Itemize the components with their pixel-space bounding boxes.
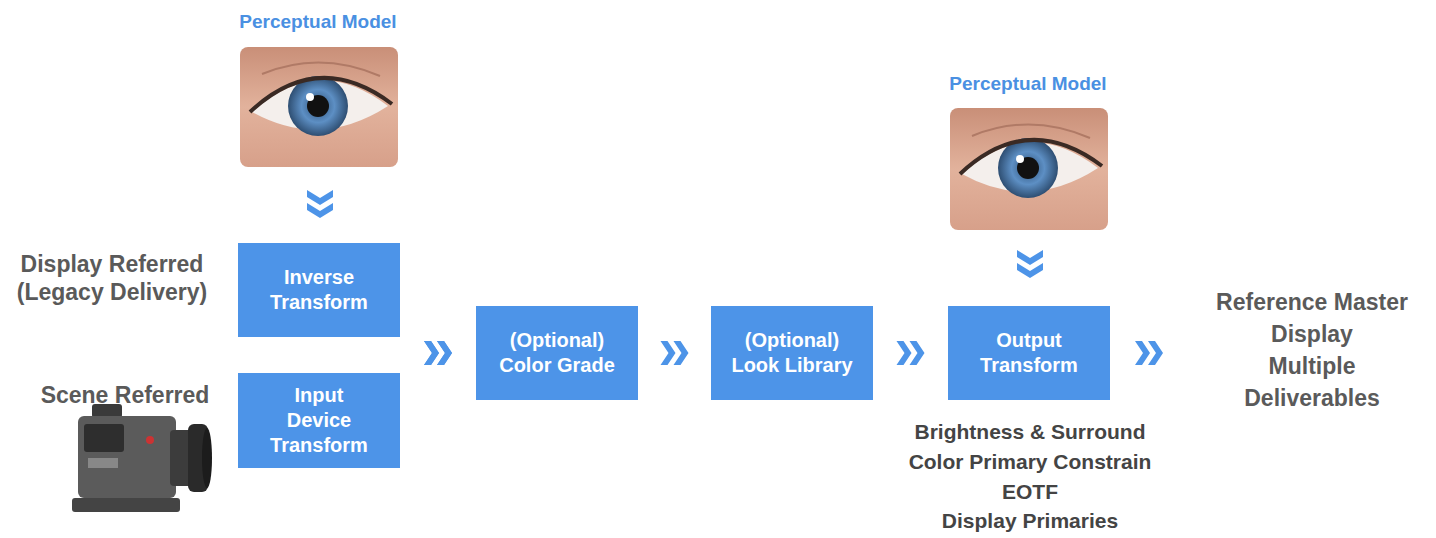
flow-chevron [400, 341, 476, 365]
output-chevron [1135, 341, 1163, 365]
process-box: (Optional) Color Grade [476, 306, 638, 400]
eye-picture [950, 108, 1108, 230]
input-label: Scene Referred [10, 381, 240, 409]
process-box: Inverse Transform [238, 243, 400, 337]
process-box: (Optional) Look Library [711, 306, 873, 400]
box-label: Inverse Transform [244, 265, 394, 315]
chevron-head [661, 341, 676, 365]
down-chevron [307, 190, 333, 218]
box-text-group: (Optional) Color Grade [492, 328, 622, 378]
flow-chevron [400, 341, 476, 365]
chevron-head [910, 341, 925, 365]
flow-chevron [638, 341, 711, 365]
model-title: Perceptual Model [198, 9, 438, 35]
input-label: Display Referred (Legacy Delivery) [5, 250, 220, 306]
transform-parameter: Brightness & Surround [870, 420, 1190, 444]
box-text-group: (Optional) Look Library [727, 328, 857, 378]
box-label: Input Device Transform [263, 383, 375, 458]
transform-parameter: Color Primary Constrain [870, 450, 1190, 474]
camera-picture [72, 404, 212, 512]
box-label: Output Transform [964, 328, 1094, 378]
model-title: Perceptual Model [908, 71, 1148, 97]
transform-parameter: Display Primaries [870, 509, 1190, 533]
chevron-head [674, 341, 689, 365]
chevron-head [424, 341, 439, 365]
box-text-group: Output Transform [964, 328, 1094, 378]
box-label: (Optional) Look Library [727, 328, 857, 378]
flow-chevron [873, 341, 948, 365]
process-box: Input Device Transform [238, 373, 400, 468]
box-text-group: Input Device Transform [263, 383, 375, 458]
down-chevron [1017, 250, 1043, 278]
chevron-head [437, 341, 452, 365]
output-label: Multiple Deliverables [1232, 350, 1392, 414]
process-box: Output Transform [948, 306, 1110, 400]
chevron-head [897, 341, 912, 365]
box-text-group: Inverse Transform [244, 265, 394, 315]
eye-picture [240, 47, 398, 167]
transform-parameter: EOTF [870, 480, 1190, 504]
output-label: Reference Master Display [1195, 286, 1430, 350]
box-label: (Optional) Color Grade [492, 328, 622, 378]
